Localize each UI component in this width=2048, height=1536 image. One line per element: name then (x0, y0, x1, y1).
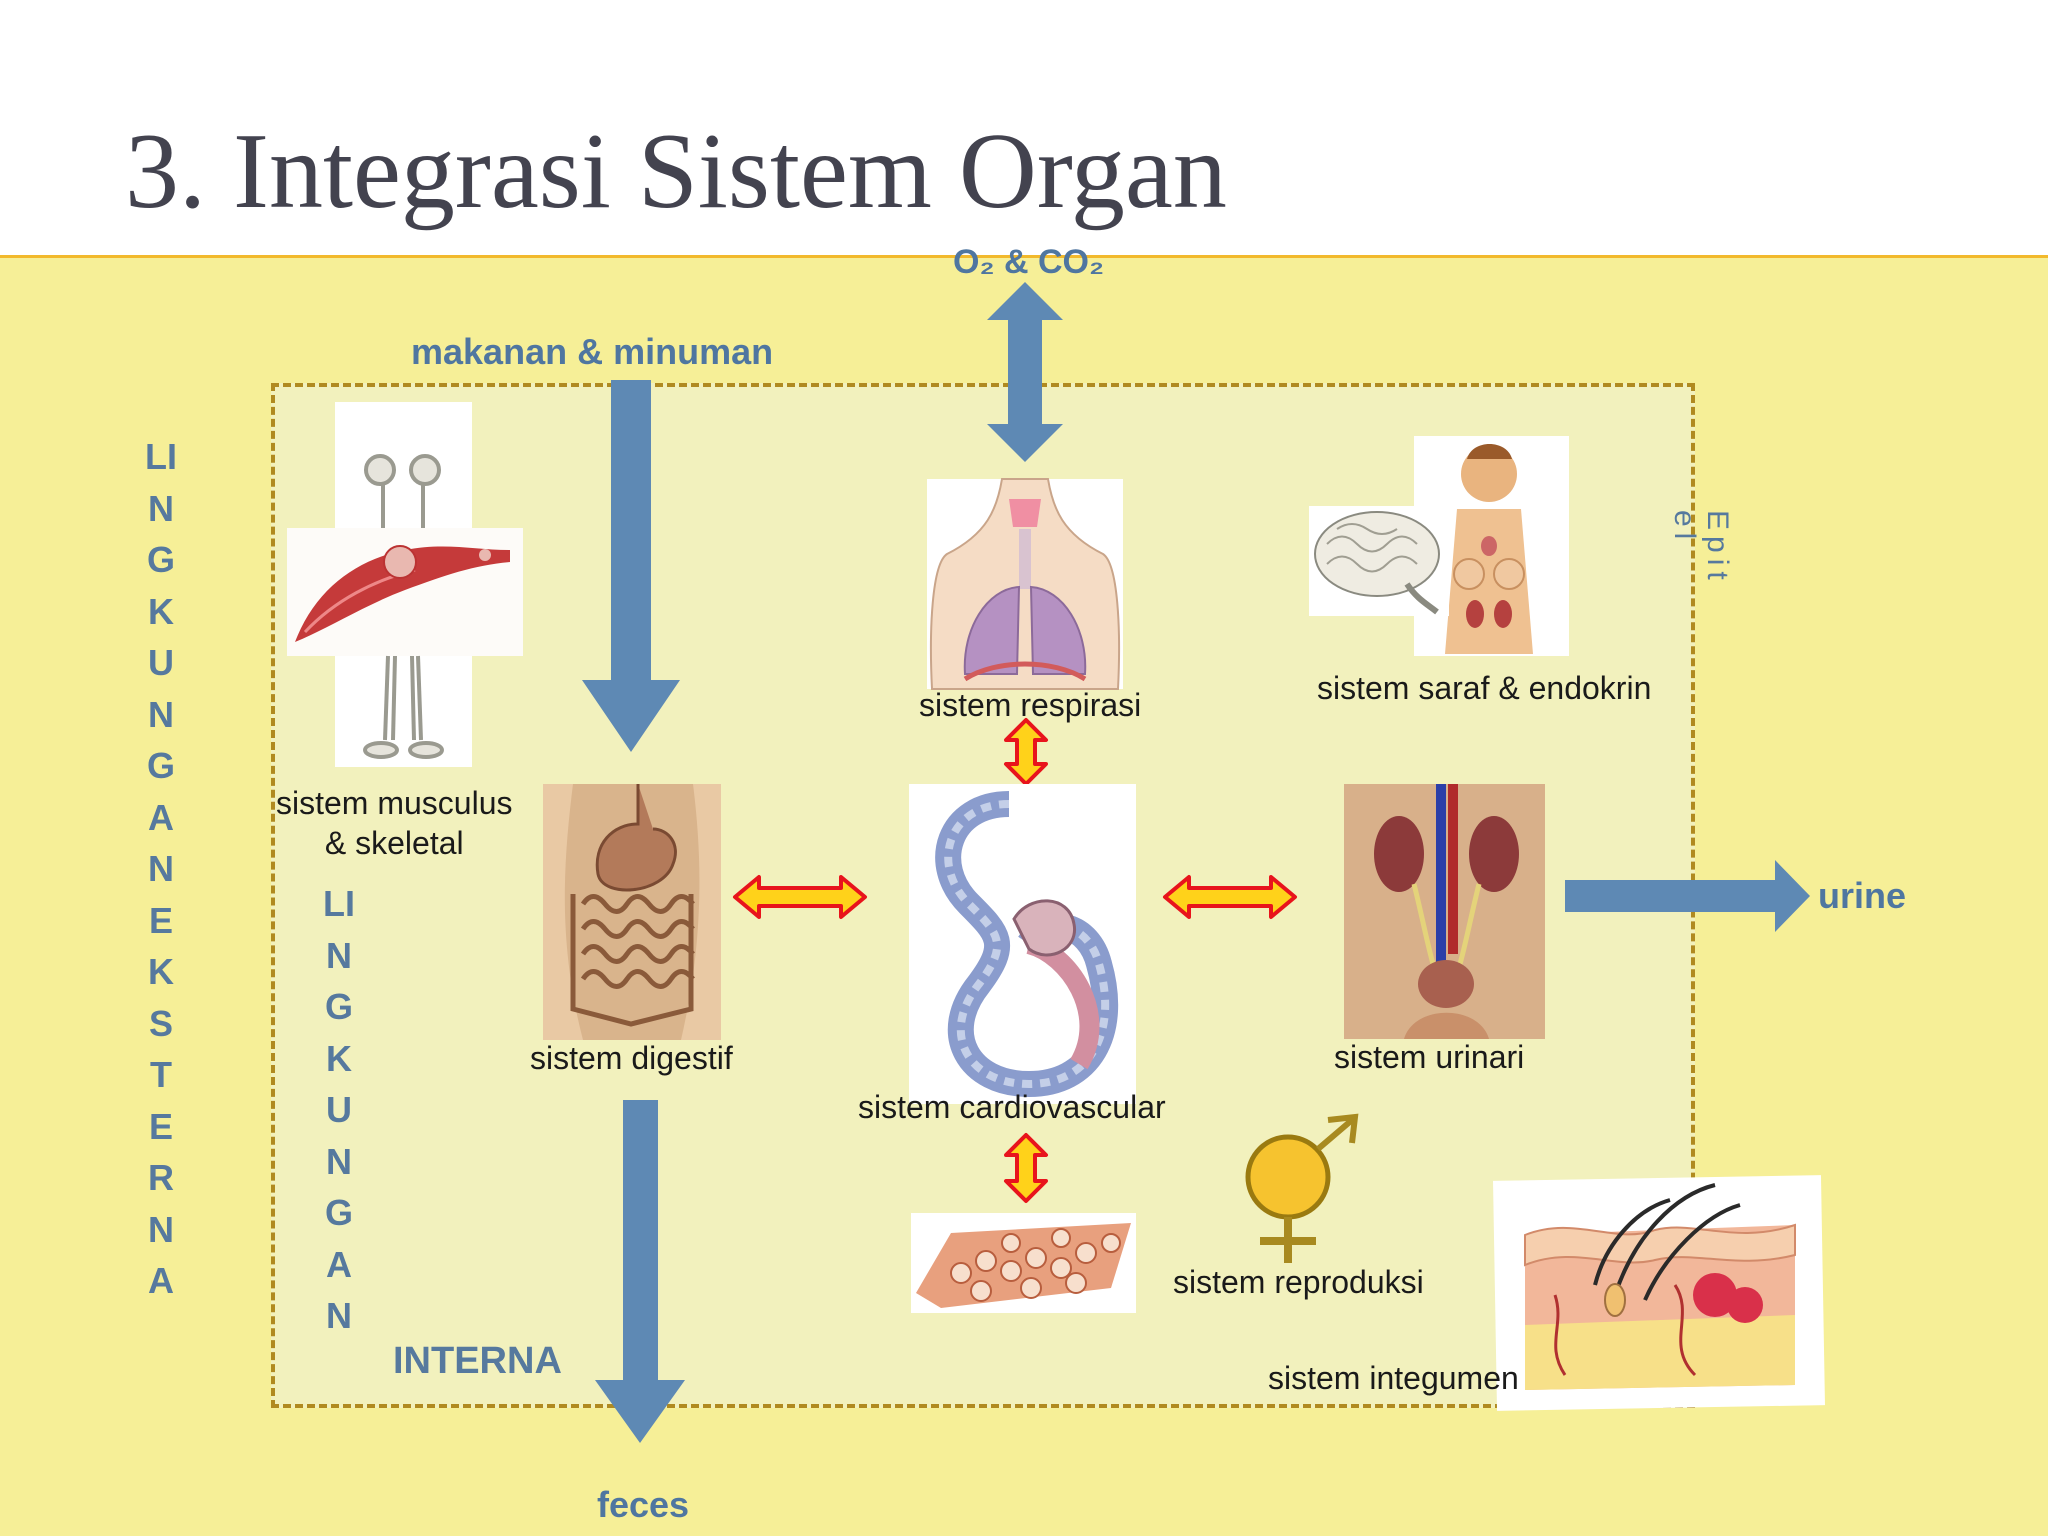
urinary-illustration (1344, 784, 1545, 1039)
digestif-label: sistem digestif (530, 1040, 733, 1076)
gases-label: O₂ & CO₂ (953, 243, 1105, 281)
musculus-skeletal-label: sistem musculus & skeletal (276, 785, 513, 861)
urinari-label: sistem urinari (1334, 1039, 1525, 1075)
internal-environment-label: LINGKUNGAN (323, 883, 355, 1336)
reproduksi-label: sistem reproduksi (1173, 1264, 1424, 1300)
food-intake-label: makanan & minuman (411, 331, 774, 372)
respirasi-label: sistem respirasi (919, 687, 1142, 723)
feces-output-arrow (595, 1100, 685, 1443)
integumen-label: sistem integumen (1268, 1360, 1519, 1396)
respirasi-cardio-exchange-arrow (1004, 718, 1048, 786)
interna-label: INTERNA (393, 1340, 562, 1382)
cardiovascular-label: sistem cardiovascular (858, 1089, 1166, 1125)
epithelial-tissue-illustration (911, 1213, 1136, 1313)
integumentary-illustration (1493, 1175, 1825, 1411)
gender-symbol-icon (1245, 1113, 1359, 1263)
cardiovascular-illustration (909, 784, 1136, 1104)
food-intake-arrow (582, 380, 680, 752)
digestive-illustration (543, 784, 721, 1040)
digestif-cardio-exchange-arrow (733, 875, 867, 919)
feces-label: feces (597, 1484, 690, 1525)
urine-output-arrow (1565, 860, 1810, 932)
skeleton-muscle-illustration (287, 402, 523, 767)
saraf-endokrin-label: sistem saraf & endokrin (1317, 670, 1652, 706)
gas-exchange-arrow (987, 282, 1063, 462)
cardio-tissue-exchange-arrow (1004, 1133, 1048, 1203)
nervous-endocrine-illustration (1309, 436, 1569, 656)
urine-label: urine (1818, 875, 1907, 916)
external-environment-label: LINGKUNGAN EKSTERNA (145, 436, 177, 1301)
epitel-label: Epit el (1668, 510, 1734, 586)
slide-title: 3. Integrasi Sistem Organ (125, 112, 1227, 231)
respiratory-illustration (927, 478, 1123, 690)
cardio-urinari-exchange-arrow (1163, 875, 1297, 919)
